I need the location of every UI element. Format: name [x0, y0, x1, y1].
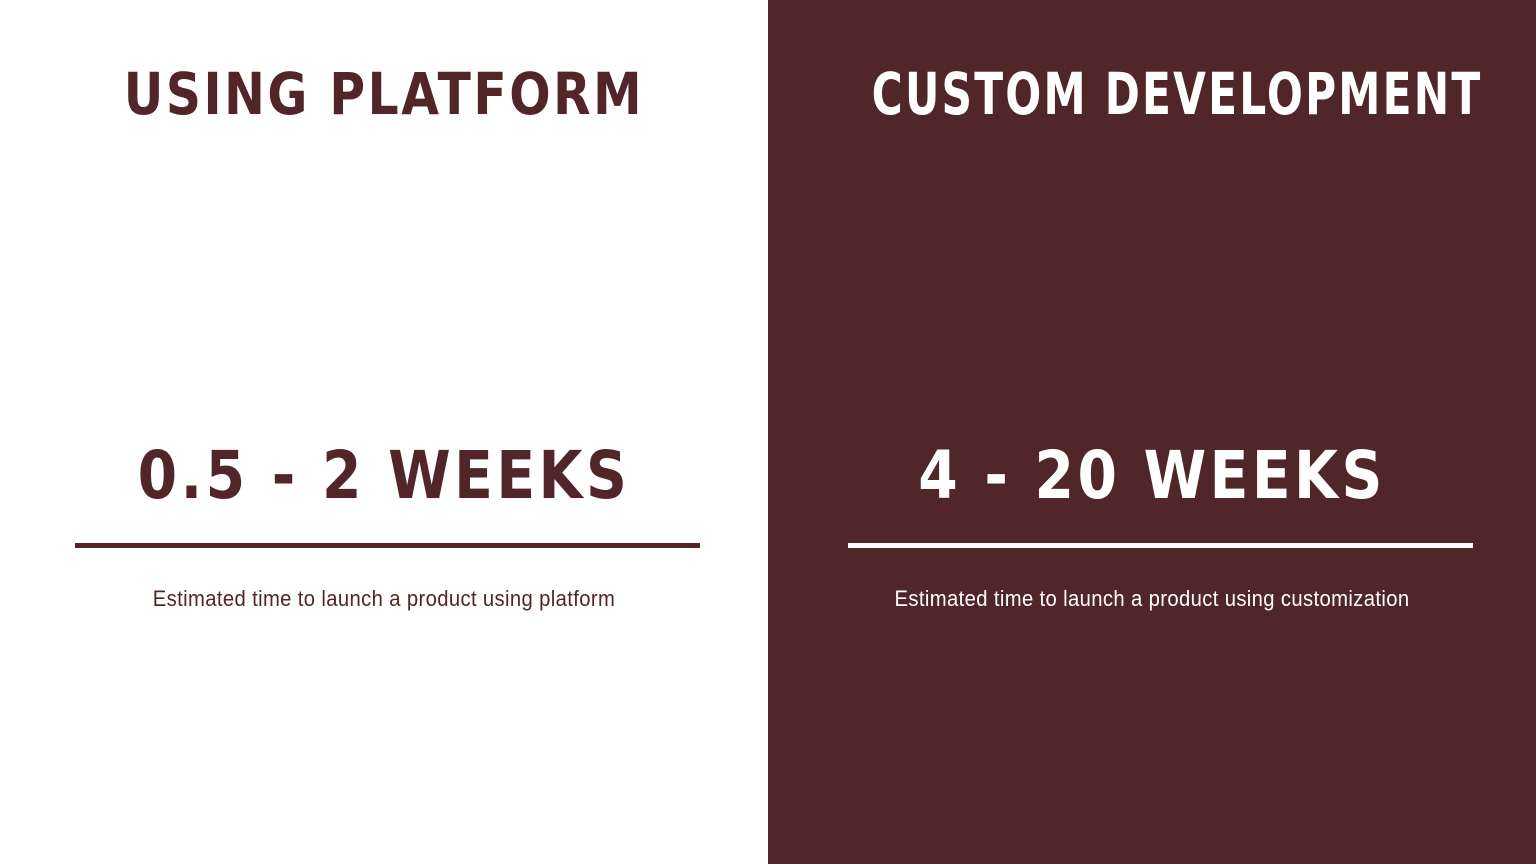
platform-duration: 0.5 - 2 WEEKS — [137, 437, 631, 514]
custom-development-caption: Estimated time to launch a product using… — [894, 586, 1410, 611]
platform-panel: USING PLATFORM 0.5 - 2 WEEKS Estimated t… — [75, 60, 700, 611]
custom-development-panel: CUSTOM DEVELOPMENT 4 - 20 WEEKS Estimate… — [768, 0, 1536, 864]
platform-heading: USING PLATFORM — [123, 60, 645, 128]
custom-development-heading: CUSTOM DEVELOPMENT — [871, 60, 1483, 128]
platform-caption: Estimated time to launch a product using… — [152, 586, 616, 611]
custom-development-duration: 4 - 20 WEEKS — [918, 437, 1386, 514]
platform-divider — [75, 543, 700, 548]
custom-development-divider — [848, 543, 1473, 548]
